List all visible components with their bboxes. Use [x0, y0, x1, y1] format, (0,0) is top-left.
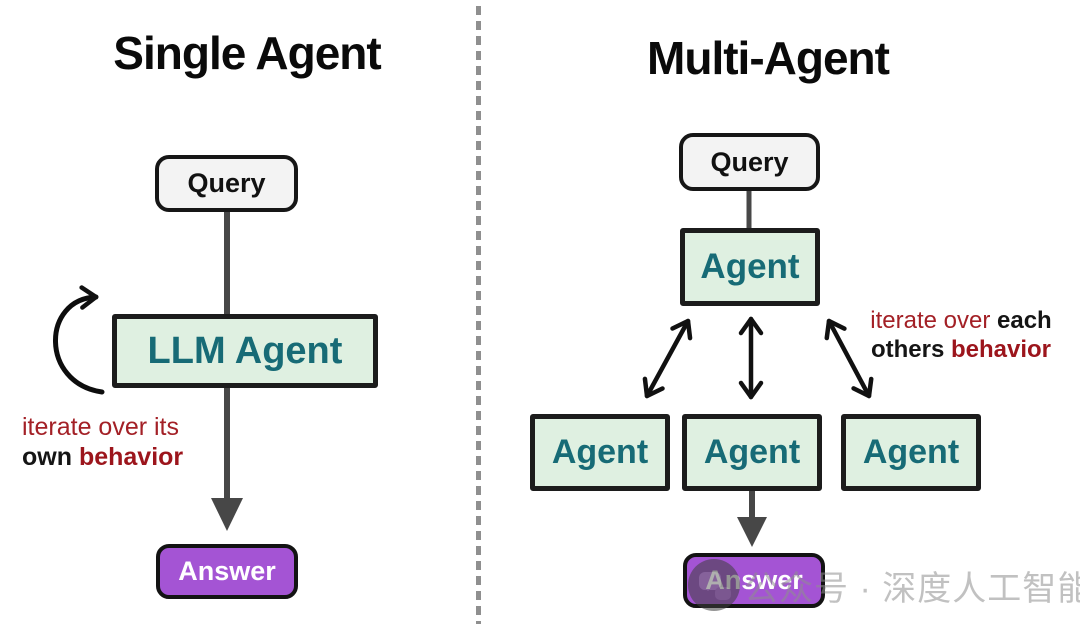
single-agent-note: iterate over its own behavior: [22, 412, 183, 472]
multi-agent-note: iterate over each others behavior: [855, 306, 1067, 364]
multi-query-label: Query: [710, 146, 789, 177]
single-answer-label: Answer: [178, 556, 276, 586]
sub-agent-label-1: Agent: [551, 433, 649, 471]
agent-to-answer-arrowhead-icon: [737, 517, 767, 547]
multi-answer-box: Answer: [683, 553, 825, 608]
sub-agent-box-1: Agent: [530, 414, 670, 491]
note-iterate-over-its: iterate over its: [22, 413, 180, 441]
single-agent-title: Single Agent: [113, 27, 381, 79]
sub-agent-label-2: Agent: [703, 433, 801, 471]
llm-to-answer-arrowhead-icon: [211, 498, 243, 531]
multi-answer-label: Answer: [705, 565, 803, 595]
single-answer-box: Answer: [156, 544, 298, 599]
note-others: others: [870, 336, 951, 363]
llm-agent-label: LLM Agent: [147, 329, 343, 372]
single-query-label: Query: [187, 168, 266, 198]
bidirectional-arrow-right-icon: [824, 318, 874, 399]
single-query-box: Query: [155, 155, 298, 212]
multi-query-box: Query: [679, 133, 820, 191]
self-loop-arrow-icon: [53, 285, 105, 395]
sub-agent-box-3: Agent: [841, 414, 981, 491]
note-behavior-left: behavior: [78, 443, 184, 471]
llm-agent-box: LLM Agent: [112, 314, 378, 388]
bidirectional-arrow-left-icon: [642, 318, 693, 399]
note-behavior-right: behavior: [950, 336, 1052, 363]
coordinator-agent-label: Agent: [700, 247, 800, 286]
note-iterate-over: iterate over: [870, 307, 998, 334]
note-each: each: [997, 307, 1052, 334]
multi-agent-title: Multi-Agent: [647, 32, 890, 84]
sub-agent-label-3: Agent: [862, 433, 960, 471]
panel-divider: [476, 6, 481, 624]
coordinator-agent-box: Agent: [680, 228, 820, 306]
note-own: own: [22, 443, 79, 471]
sub-agent-box-2: Agent: [682, 414, 822, 491]
